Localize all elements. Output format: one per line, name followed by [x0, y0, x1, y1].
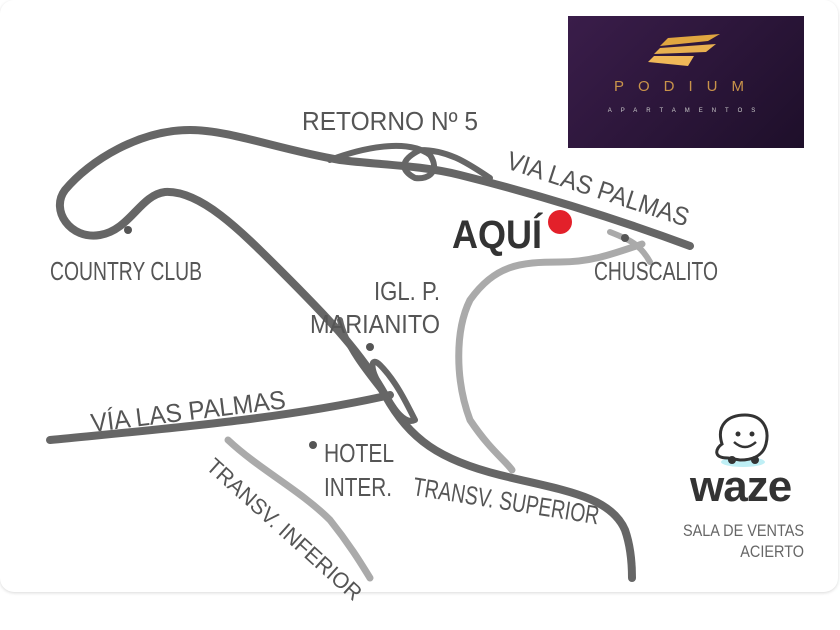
- road-via-las-palmas-main: [56, 126, 694, 582]
- poi-dot-hotel: [309, 441, 317, 449]
- logo-subtitle: APARTAMENTOS: [607, 108, 765, 114]
- label-iglesia-1: IGL. P.: [374, 276, 440, 306]
- road-via-las-palmas-lower: [46, 391, 394, 444]
- podium-logo-mark-icon: [648, 34, 720, 66]
- road-transv-inferior: [224, 436, 374, 582]
- label-hotel-1: HOTEL: [324, 438, 394, 468]
- road-chuscalito: [455, 240, 646, 474]
- poi-dot-iglesia: [366, 343, 374, 351]
- location-marker[interactable]: [548, 210, 572, 234]
- poi-dot-country-club: [124, 226, 132, 234]
- waze-wordmark: waze: [690, 462, 792, 511]
- label-aqui: AQUÍ: [452, 212, 543, 257]
- label-retorno: RETORNO Nº 5: [302, 106, 478, 136]
- waze-icon: [715, 413, 769, 467]
- label-hotel-2: INTER.: [324, 472, 392, 502]
- road-retorno-loop: [327, 143, 493, 182]
- poi-dot-chuscalito: [621, 234, 629, 242]
- logo-name: PODIUM: [614, 78, 758, 95]
- label-chuscalito: CHUSCALITO: [594, 256, 718, 286]
- sales-line-2: ACIERTO: [740, 542, 804, 561]
- sales-room-label: SALA DE VENTAS ACIERTO: [682, 520, 804, 562]
- road-chuscalito-spur: [607, 229, 653, 265]
- road-iglesia-loop: [337, 317, 418, 424]
- sales-line-1: SALA DE VENTAS: [682, 521, 804, 540]
- podium-logo: PODIUM APARTAMENTOS: [568, 16, 804, 148]
- label-country-club: COUNTRY CLUB: [50, 256, 202, 286]
- label-iglesia-2: MARIANITO: [310, 309, 440, 339]
